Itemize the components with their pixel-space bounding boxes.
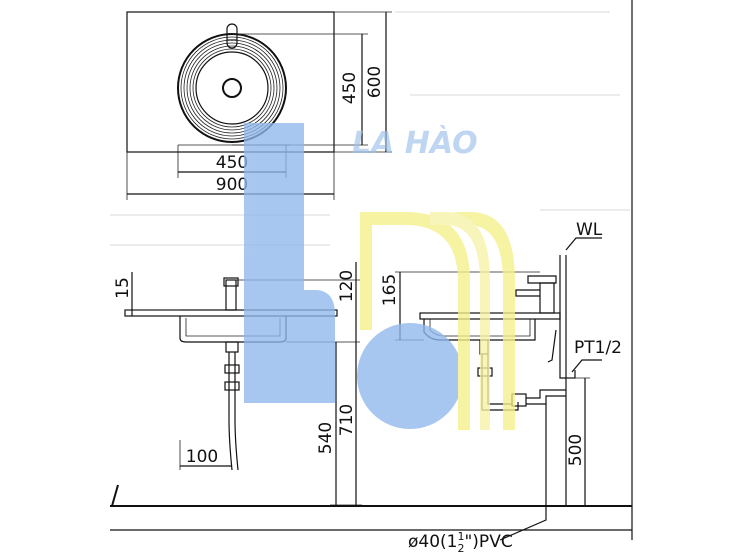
faucet-top-icon xyxy=(226,23,238,49)
dim-counter-height: 710 xyxy=(337,404,357,436)
label-wall: WL xyxy=(576,220,603,240)
watermark-text: LA HÀO xyxy=(352,125,478,161)
dim-supply-height: 500 xyxy=(566,434,586,466)
front-faucet-icon xyxy=(225,279,237,311)
basin-rings xyxy=(177,33,287,143)
drain-pipe-leader xyxy=(499,404,547,541)
dim-faucet-height: 165 xyxy=(380,274,400,306)
label-supply: PT1/2 xyxy=(574,338,622,358)
dim-basin-depth: 450 xyxy=(340,72,360,104)
dim-counter-depth: 600 xyxy=(365,66,385,98)
drain-hole-icon xyxy=(222,78,242,98)
front-drain-trap xyxy=(224,341,240,471)
dim-drain-height: 540 xyxy=(316,422,336,454)
supply-pipe xyxy=(559,362,576,379)
dim-counter-width: 900 xyxy=(216,175,248,195)
watermark-logo: LA HÀO xyxy=(244,123,515,430)
side-faucet-icon xyxy=(515,275,557,314)
dim-counter-thickness: 15 xyxy=(113,277,133,299)
countertop-outline xyxy=(126,11,335,153)
dim-drain-offset: 100 xyxy=(186,447,218,467)
dim-basin-height: 120 xyxy=(337,270,357,302)
dim-basin-width: 450 xyxy=(216,153,248,173)
